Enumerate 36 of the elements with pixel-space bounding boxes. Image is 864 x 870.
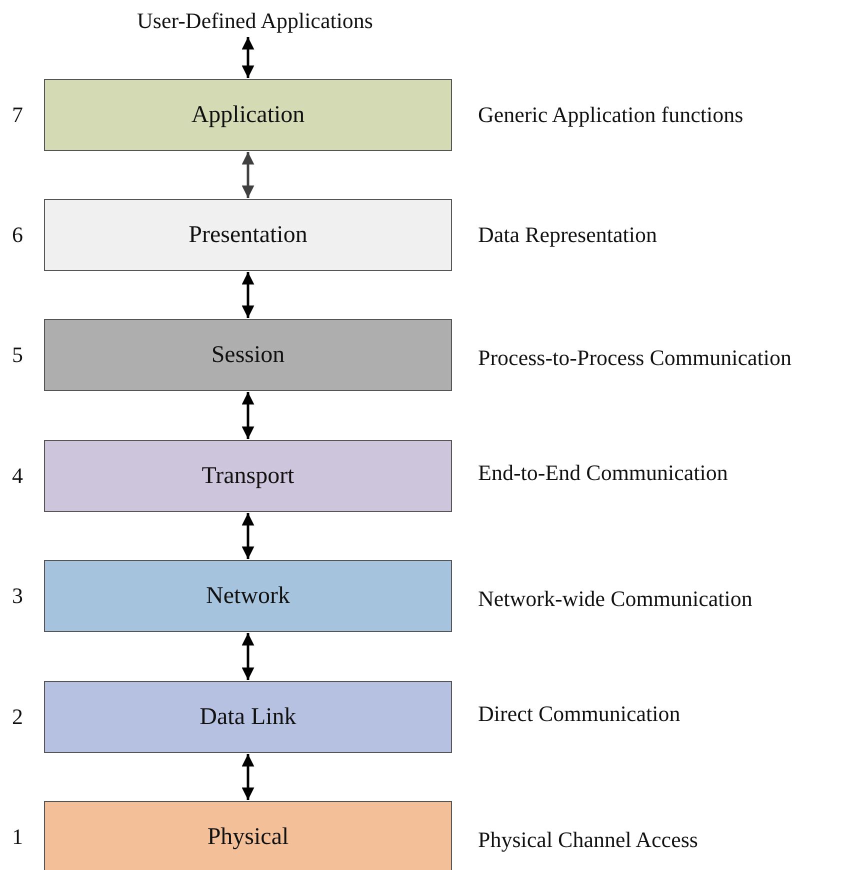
- layer-number: 7: [12, 102, 23, 128]
- layer-box: [44, 319, 452, 391]
- layer-box: [44, 440, 452, 512]
- layer-number: 3: [12, 583, 23, 610]
- layer-number: 2: [12, 704, 23, 730]
- layer-description: Network-wide Communication: [478, 586, 752, 612]
- layer-name: Presentation: [188, 222, 308, 248]
- layer-description: End-to-End Communication: [478, 460, 728, 486]
- double-arrow: [242, 754, 254, 800]
- layer-name: Application: [191, 102, 305, 128]
- layer-box: [44, 801, 452, 870]
- layer-box: [44, 560, 452, 632]
- layer-name: Physical: [207, 824, 289, 850]
- text-label: User-Defined Applications: [105, 6, 405, 36]
- double-arrow: [242, 272, 254, 318]
- layer-number: 4: [12, 463, 23, 490]
- layer-box: [44, 681, 452, 753]
- layer-description: Physical Channel Access: [478, 827, 698, 854]
- layer-number: 1: [12, 824, 23, 850]
- layer-name: Network: [206, 582, 290, 610]
- layer-description: Direct Communication: [478, 701, 680, 728]
- double-arrow: [242, 392, 254, 439]
- layer-description: Data Representation: [478, 222, 657, 248]
- layer-description: Generic Application functions: [478, 102, 744, 128]
- layer-name: Transport: [202, 462, 294, 490]
- double-arrow: [242, 513, 254, 559]
- layer-description: Process-to-Process Communication: [478, 345, 792, 372]
- double-arrow: [242, 37, 254, 78]
- double-arrow: [242, 633, 254, 680]
- layer-box: [44, 79, 452, 151]
- layer-name: Data Link: [200, 704, 296, 730]
- double-arrow: [242, 152, 254, 198]
- layer-box: [44, 199, 452, 271]
- layer-name: Session: [211, 342, 285, 368]
- layer-number: 5: [12, 342, 23, 368]
- layer-number: 6: [12, 222, 23, 248]
